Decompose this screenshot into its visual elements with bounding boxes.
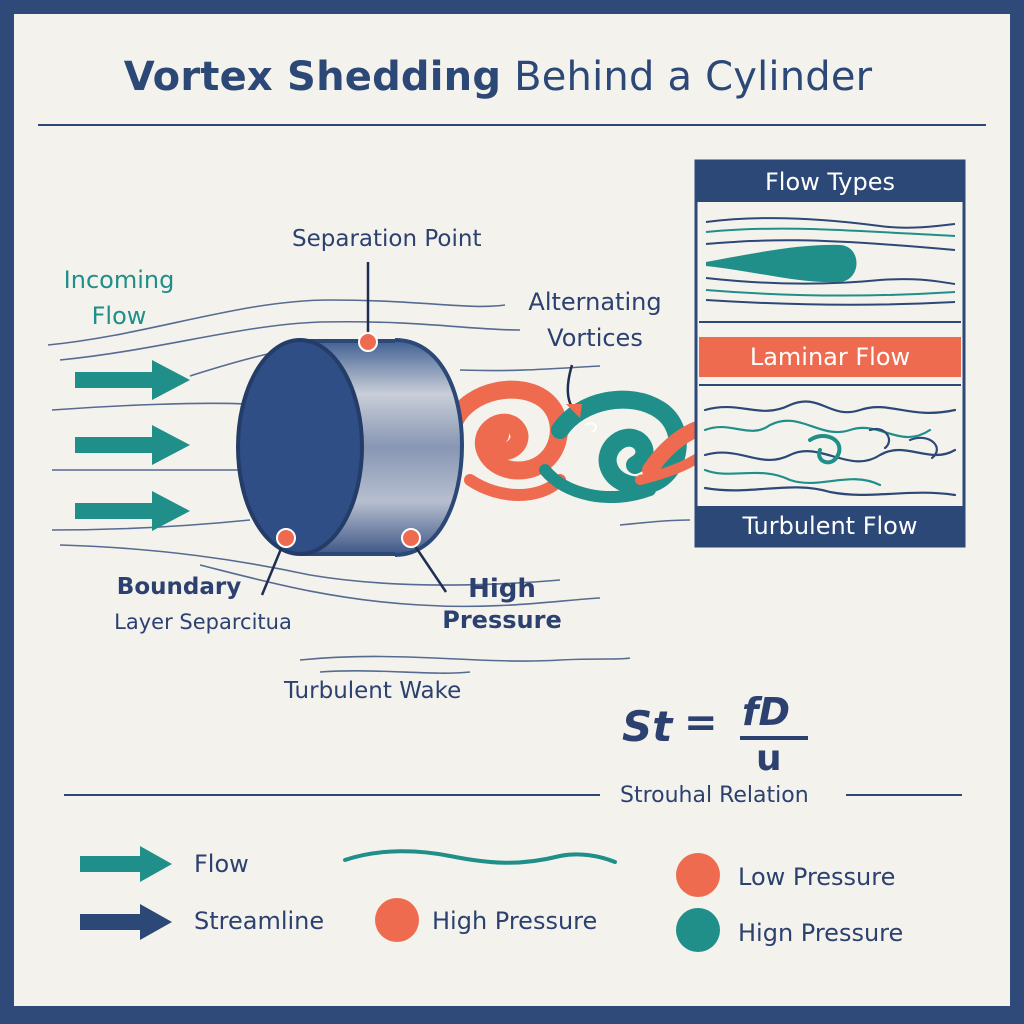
legend-high-pressure-teal-dot bbox=[676, 908, 720, 952]
legend-flow-arrow-icon bbox=[80, 846, 172, 882]
turbulent-flow-sketch bbox=[703, 400, 957, 497]
annotation-pointers bbox=[260, 262, 576, 596]
high-pressure-label-line1: High bbox=[468, 574, 536, 604]
alternating-vortices-arrowhead bbox=[566, 404, 582, 418]
legend-low-pressure-label: Low Pressure bbox=[738, 863, 896, 891]
laminar-flow-label: Laminar Flow bbox=[699, 337, 961, 377]
cylinder bbox=[236, 338, 465, 557]
alternating-vortices-label-line1: Alternating bbox=[528, 288, 662, 316]
page-title: Vortex Shedding Behind a Cylinder bbox=[0, 54, 996, 100]
turbulent-flow-label: Turbulent Flow bbox=[697, 506, 963, 546]
high-pressure-dot bbox=[401, 528, 421, 548]
incoming-flow-label-line2: Flow bbox=[91, 302, 147, 330]
formula-fraction-bar bbox=[740, 736, 808, 740]
boundary-layer-label-line2: Layer Separcitua bbox=[114, 610, 292, 634]
legend-high-pressure-dot bbox=[375, 898, 419, 942]
boundary-layer-label-line1: Boundary bbox=[116, 574, 242, 600]
formula-equals: = bbox=[684, 700, 718, 746]
streamlines bbox=[47, 299, 691, 674]
legend-wave-icon bbox=[343, 849, 617, 865]
formula-denominator: u bbox=[756, 738, 782, 779]
title-rest: Behind a Cylinder bbox=[501, 54, 873, 100]
separation-point-dot bbox=[358, 332, 378, 352]
legend-high-pressure-teal-label: Hign Pressure bbox=[738, 919, 904, 947]
incoming-flow-arrows bbox=[75, 360, 190, 531]
formula-numerator: fD bbox=[742, 690, 791, 734]
separation-point-label: Separation Point bbox=[292, 226, 482, 252]
formula-lhs: St bbox=[622, 702, 673, 751]
strouhal-formula: St = fD u bbox=[622, 690, 822, 782]
incoming-flow-label-line1: Incoming bbox=[63, 266, 175, 294]
laminar-streak bbox=[706, 244, 857, 283]
alternating-vortices-label-line2: Vortices bbox=[547, 324, 643, 352]
boundary-layer-dot bbox=[276, 528, 296, 548]
laminar-flow-sketch bbox=[705, 217, 956, 306]
legend-streamline-label: Streamline bbox=[194, 907, 325, 935]
title-bold: Vortex Shedding bbox=[123, 54, 502, 100]
flow-types-header: Flow Types bbox=[697, 162, 963, 202]
strouhal-caption: Strouhal Relation bbox=[620, 783, 809, 808]
legend-streamline-arrow-icon bbox=[80, 904, 172, 940]
legend-high-pressure-label: High Pressure bbox=[432, 907, 598, 935]
turbulent-wake-label: Turbulent Wake bbox=[284, 678, 462, 704]
legend-flow-label: Flow bbox=[194, 850, 249, 878]
legend-low-pressure-dot bbox=[676, 853, 720, 897]
high-pressure-label-line2: Pressure bbox=[442, 606, 562, 634]
